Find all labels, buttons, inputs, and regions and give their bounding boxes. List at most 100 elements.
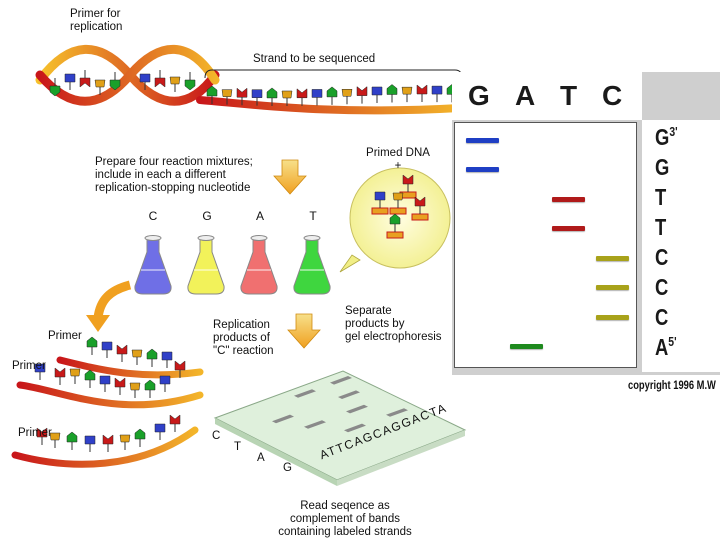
separate-products-label: Separate products by gel electrophoresis (345, 305, 442, 343)
sequence-column (642, 120, 720, 372)
lane-label-a: A (515, 80, 536, 111)
sequence-letter-8: A5' (655, 334, 677, 360)
helix-nucleotides (49, 70, 458, 106)
gel-band-c (596, 285, 629, 290)
sequence-letter-7: C (655, 304, 669, 330)
nucleotide-icon (169, 76, 181, 92)
tube-label-t: T (309, 209, 317, 223)
nucleotide-icon (49, 78, 61, 97)
nucleotide-icon (66, 431, 78, 450)
nucleotide-icon (69, 368, 81, 384)
reaction-flask (240, 235, 278, 295)
nucleotide-icon (101, 341, 113, 358)
gel-edge-letter-g: G (283, 462, 292, 474)
sequence-letter-6: C (655, 274, 669, 300)
lane-label-c: C (602, 80, 623, 111)
gel-band-t (552, 226, 585, 231)
gel-slab-band (272, 414, 294, 424)
nucleotide-icon (251, 89, 263, 106)
nucleotide-icon (144, 379, 156, 398)
nucleotide-icon (116, 344, 128, 362)
nucleotide-icon (154, 423, 166, 440)
reaction-flasks (134, 235, 331, 295)
nucleotide-icon (416, 84, 428, 103)
double-helix (35, 44, 464, 115)
replication-products-label: Replication products of "C" reaction (213, 319, 274, 357)
gel-slab-band (346, 404, 368, 414)
nucleotide-icon (102, 434, 114, 452)
primer-label-3: Primer (18, 427, 52, 439)
nucleotide-icon (174, 360, 186, 378)
nucleotide-icon (49, 432, 61, 448)
nucleotide-icon (134, 428, 146, 447)
nucleotide-icon (64, 73, 76, 90)
nucleotide-icon (154, 70, 166, 88)
lane-header (452, 72, 642, 120)
nucleotide-icon (266, 87, 278, 106)
nucleotide-icon (109, 72, 121, 91)
strand-to-be-sequenced-label: Strand to be sequenced (253, 53, 376, 65)
sequence-letter-3: T (655, 184, 667, 210)
nucleotide-icon (184, 72, 196, 91)
nucleotide-icon (54, 367, 66, 385)
nucleotide-icon (296, 88, 308, 106)
nucleotide-icon (311, 89, 323, 106)
step-arrow-curved (86, 280, 132, 332)
nucleotide-icon (36, 427, 48, 445)
gel-slab-band (344, 423, 366, 433)
nucleotide-icon (34, 363, 46, 380)
reaction-flask (293, 235, 331, 295)
nucleotide-icon (79, 70, 91, 88)
copyright-area (626, 375, 720, 397)
replication-product-strands (11, 336, 204, 468)
gel-band-t (552, 196, 585, 202)
gel-band-c (596, 314, 629, 320)
nucleotide-icon (99, 375, 111, 392)
sequence-letter-5: C (655, 244, 669, 270)
gel-band-g (466, 137, 499, 143)
gel-slab (213, 370, 467, 486)
nucleotide-icon (129, 382, 141, 398)
nucleotide-icon (84, 369, 96, 388)
gel-slab-band (386, 408, 408, 417)
step-arrow-2 (287, 313, 321, 349)
sequence-letter-4: T (655, 214, 667, 240)
nucleotide-icon (86, 336, 98, 355)
nucleotide-icon (281, 90, 293, 106)
primer-label-1: Primer (48, 330, 82, 342)
lane-label-t: T (560, 80, 578, 111)
gel-edge-letter-t: T (234, 441, 242, 453)
nucleotide-icon (326, 86, 338, 105)
step-arrow-1 (273, 159, 307, 195)
nucleotide-icon (169, 414, 181, 432)
nucleotide-icon (146, 348, 158, 367)
nucleotide-icon (161, 351, 173, 368)
sequence-letter-1: G3' (655, 124, 678, 150)
nucleotide-icon (392, 192, 404, 208)
gel-image (454, 122, 637, 368)
primed-dna-label: Primed DNA + (366, 147, 430, 172)
nucleotide-icon (94, 79, 106, 95)
reaction-flask (187, 235, 225, 295)
sequence-letter-2: G (655, 154, 670, 180)
gel-band-g (466, 167, 499, 172)
gel-slab-band (330, 376, 352, 385)
copyright-text: copyright 1996 M.W (628, 378, 716, 392)
gel-slab-band (304, 420, 326, 429)
nucleotide-icon (356, 86, 368, 104)
gel-slab-band (338, 390, 360, 399)
gel-band-c (596, 255, 629, 261)
prepare-reactions-label: Prepare four reaction mixtures; include … (95, 156, 253, 194)
nucleotide-icon (206, 85, 218, 104)
tube-label-c: C (148, 209, 158, 223)
nucleotide-icon (119, 434, 131, 450)
nucleotide-icon (402, 174, 414, 192)
nucleotide-icon (371, 86, 383, 103)
primed-dna-bubble (339, 167, 451, 273)
nucleotide-icon (431, 85, 443, 103)
nucleotide-icon (139, 73, 151, 90)
reaction-flask (134, 235, 172, 295)
tube-label-g: G (202, 209, 212, 223)
tube-label-a: A (255, 209, 264, 223)
